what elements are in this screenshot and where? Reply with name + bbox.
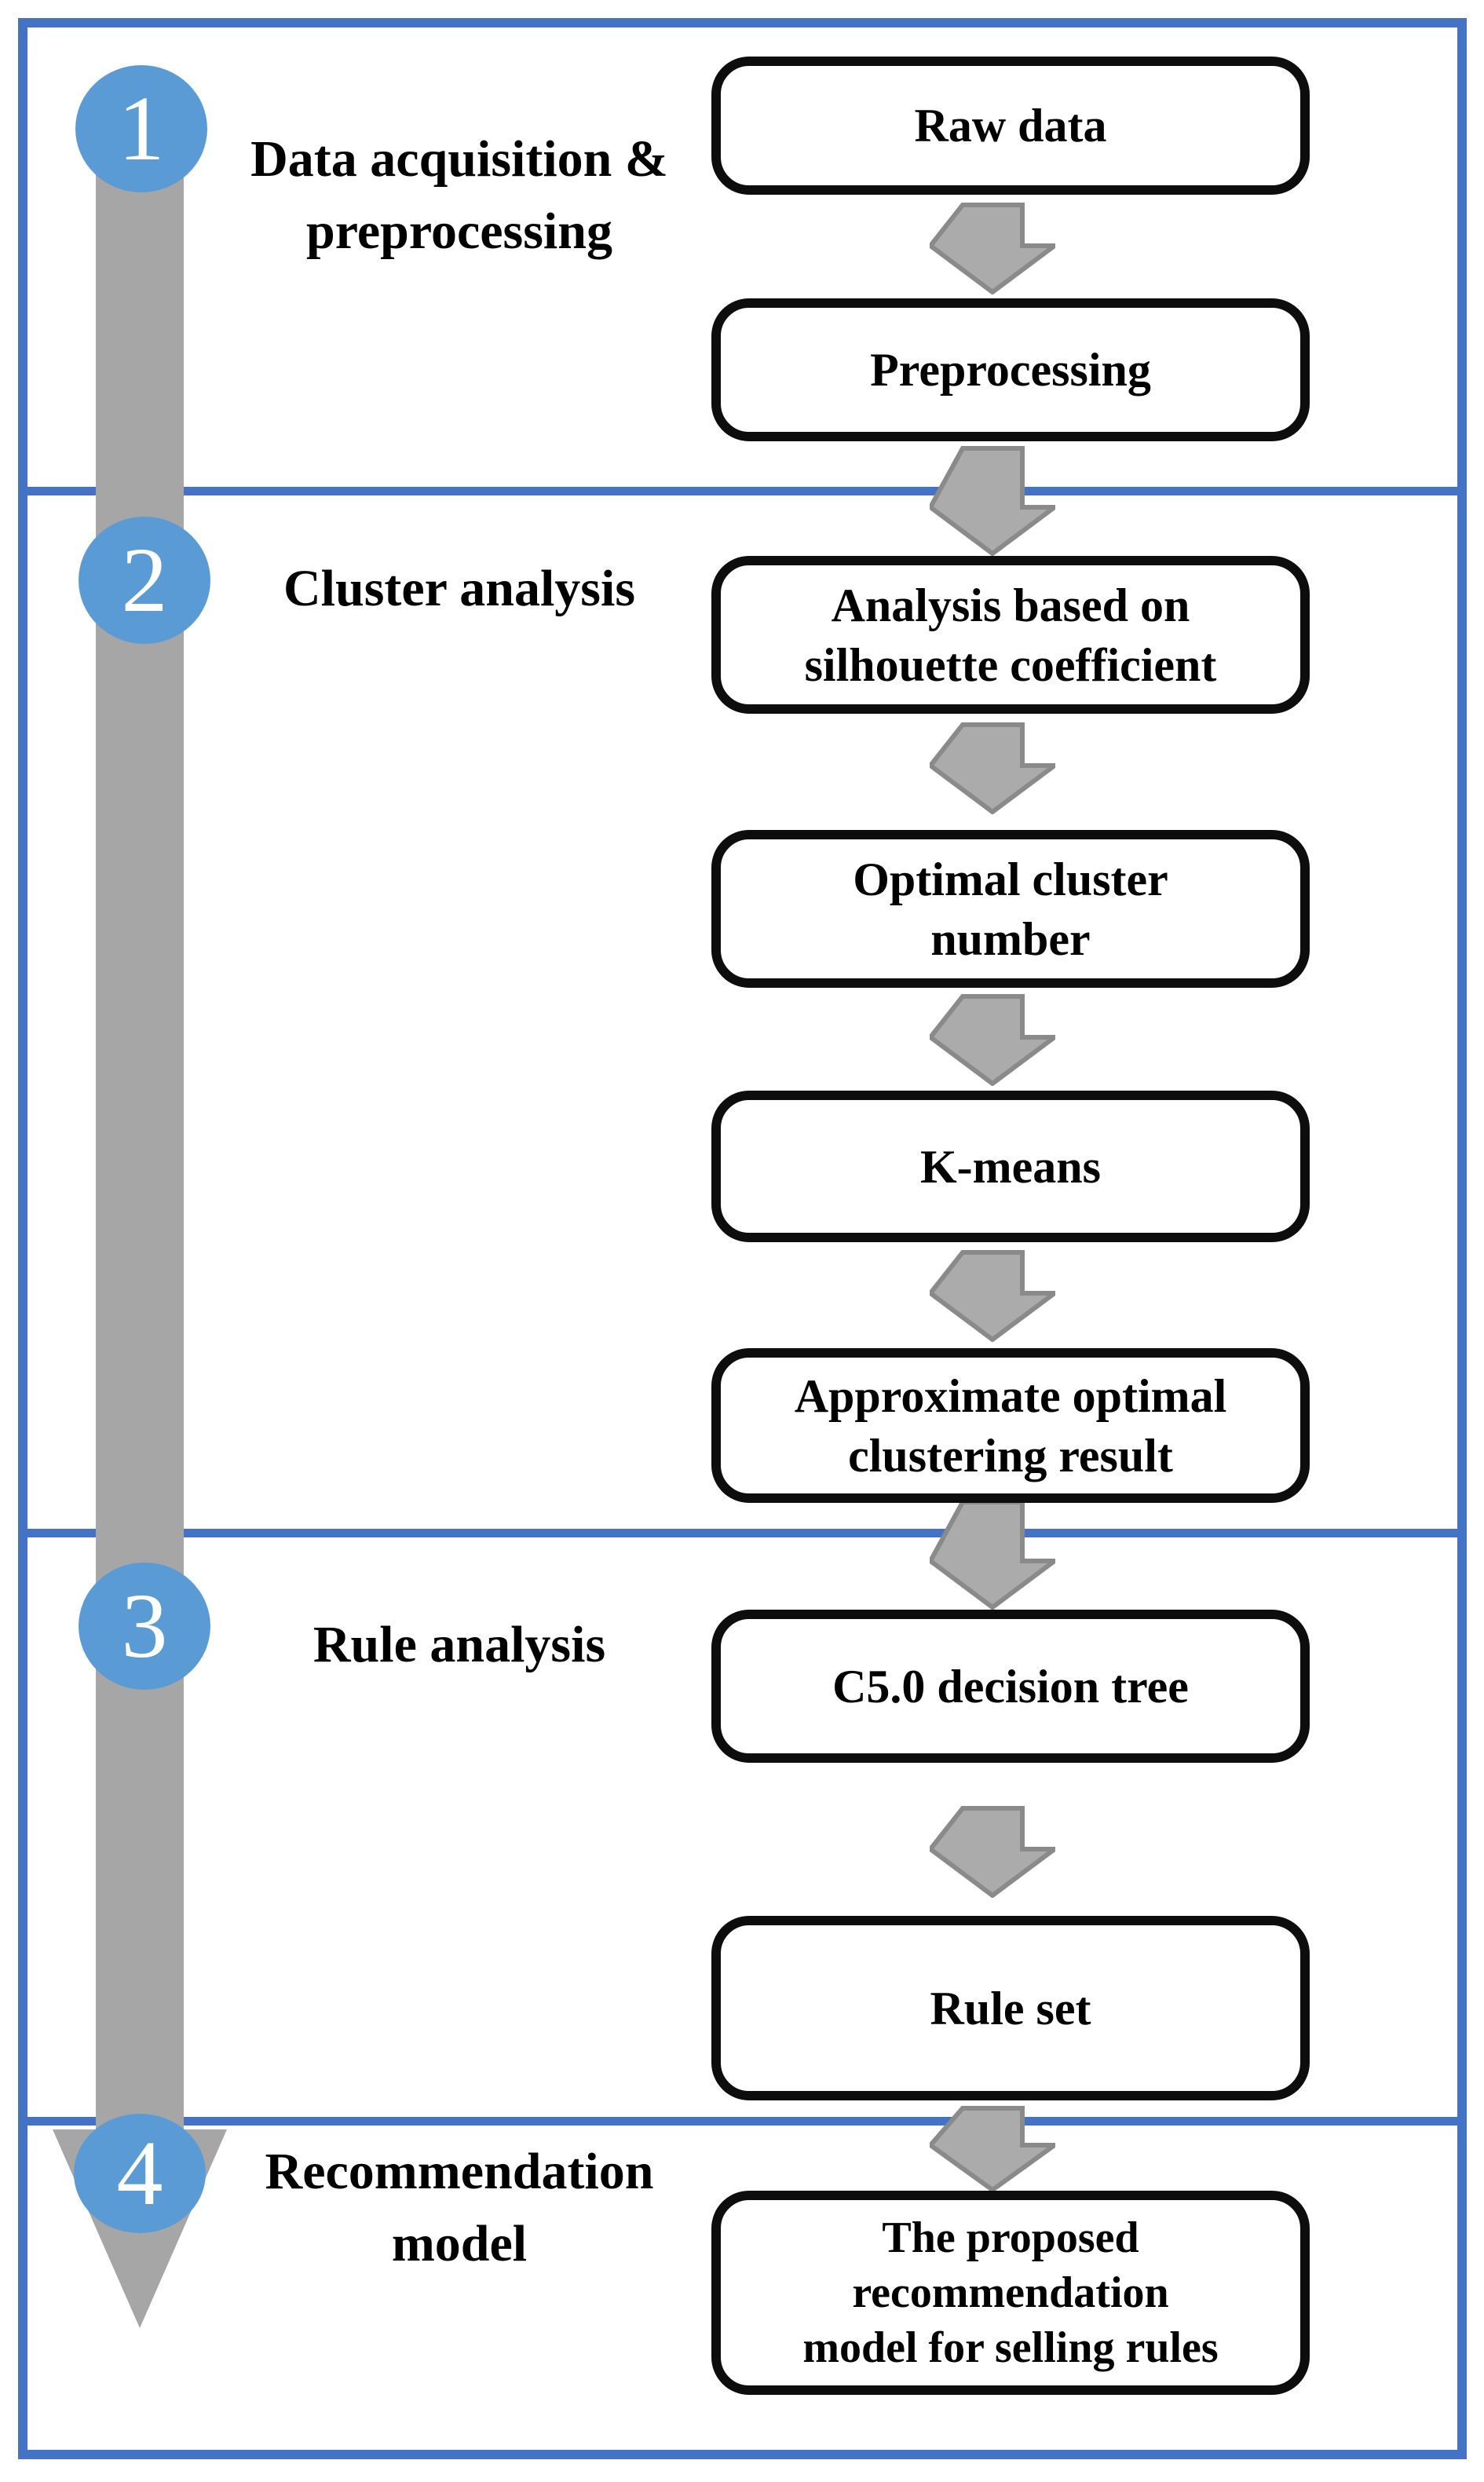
step-circle-1: 1 [75, 65, 207, 192]
step-number: 4 [116, 2122, 163, 2224]
step-circle-3: 3 [79, 1563, 210, 1690]
step-number: 2 [121, 528, 168, 631]
down-arrow-shape [930, 446, 1055, 556]
down-arrow-icon [930, 1500, 1055, 1610]
down-arrow-icon [930, 1806, 1055, 1898]
step-circle-2: 2 [79, 517, 210, 644]
down-arrow-icon [930, 1250, 1055, 1342]
process-box-c50-tree: C5.0 decision tree [711, 1610, 1310, 1763]
step-number: 3 [121, 1574, 168, 1677]
step-label-data-acquisition: Data acquisition & preprocessing [208, 123, 711, 268]
section-divider-2 [27, 1529, 1458, 1537]
step-label-line: preprocessing [306, 203, 612, 260]
step-label-recommendation-model: Recommendation model [208, 2136, 711, 2280]
section-divider-3 [27, 2117, 1458, 2126]
down-arrow-icon [930, 994, 1055, 1086]
step-label-rule-analysis: Rule analysis [208, 1609, 711, 1681]
step-label-line: Data acquisition & [250, 130, 668, 188]
down-arrow-shape [930, 2106, 1055, 2192]
section-divider-1 [27, 487, 1458, 495]
process-box-preprocessing: Preprocessing [711, 298, 1310, 441]
step-label-cluster-analysis: Cluster analysis [208, 553, 711, 625]
step-label-line: Recommendation [265, 2143, 654, 2200]
process-box-kmeans: K-means [711, 1091, 1310, 1242]
down-arrow-shape [930, 1500, 1055, 1610]
down-arrow-shape [930, 722, 1055, 814]
step-number: 1 [118, 77, 165, 180]
down-arrow-icon [930, 2106, 1055, 2192]
progress-arrow-shaft [96, 124, 184, 2166]
down-arrow-shape [930, 1250, 1055, 1342]
process-box-clustering-result: Approximate optimal clustering result [711, 1348, 1310, 1503]
down-arrow-icon [930, 722, 1055, 814]
down-arrow-shape [930, 1806, 1055, 1898]
process-box-silhouette-analysis: Analysis based on silhouette coefficient [711, 556, 1310, 714]
down-arrow-shape [930, 994, 1055, 1086]
flowchart-frame [18, 18, 1467, 2459]
down-arrow-shape [930, 203, 1055, 294]
process-box-recommendation-model: The proposed recommendation model for se… [711, 2191, 1310, 2395]
down-arrow-icon [930, 203, 1055, 294]
process-box-rule-set: Rule set [711, 1916, 1310, 2100]
step-label-line: Cluster analysis [283, 560, 635, 617]
process-box-optimal-cluster: Optimal cluster number [711, 830, 1310, 988]
process-box-raw-data: Raw data [711, 57, 1310, 195]
step-circle-4: 4 [74, 2114, 206, 2233]
step-label-line: model [391, 2215, 528, 2272]
down-arrow-icon [930, 446, 1055, 556]
step-label-line: Rule analysis [313, 1616, 606, 1673]
